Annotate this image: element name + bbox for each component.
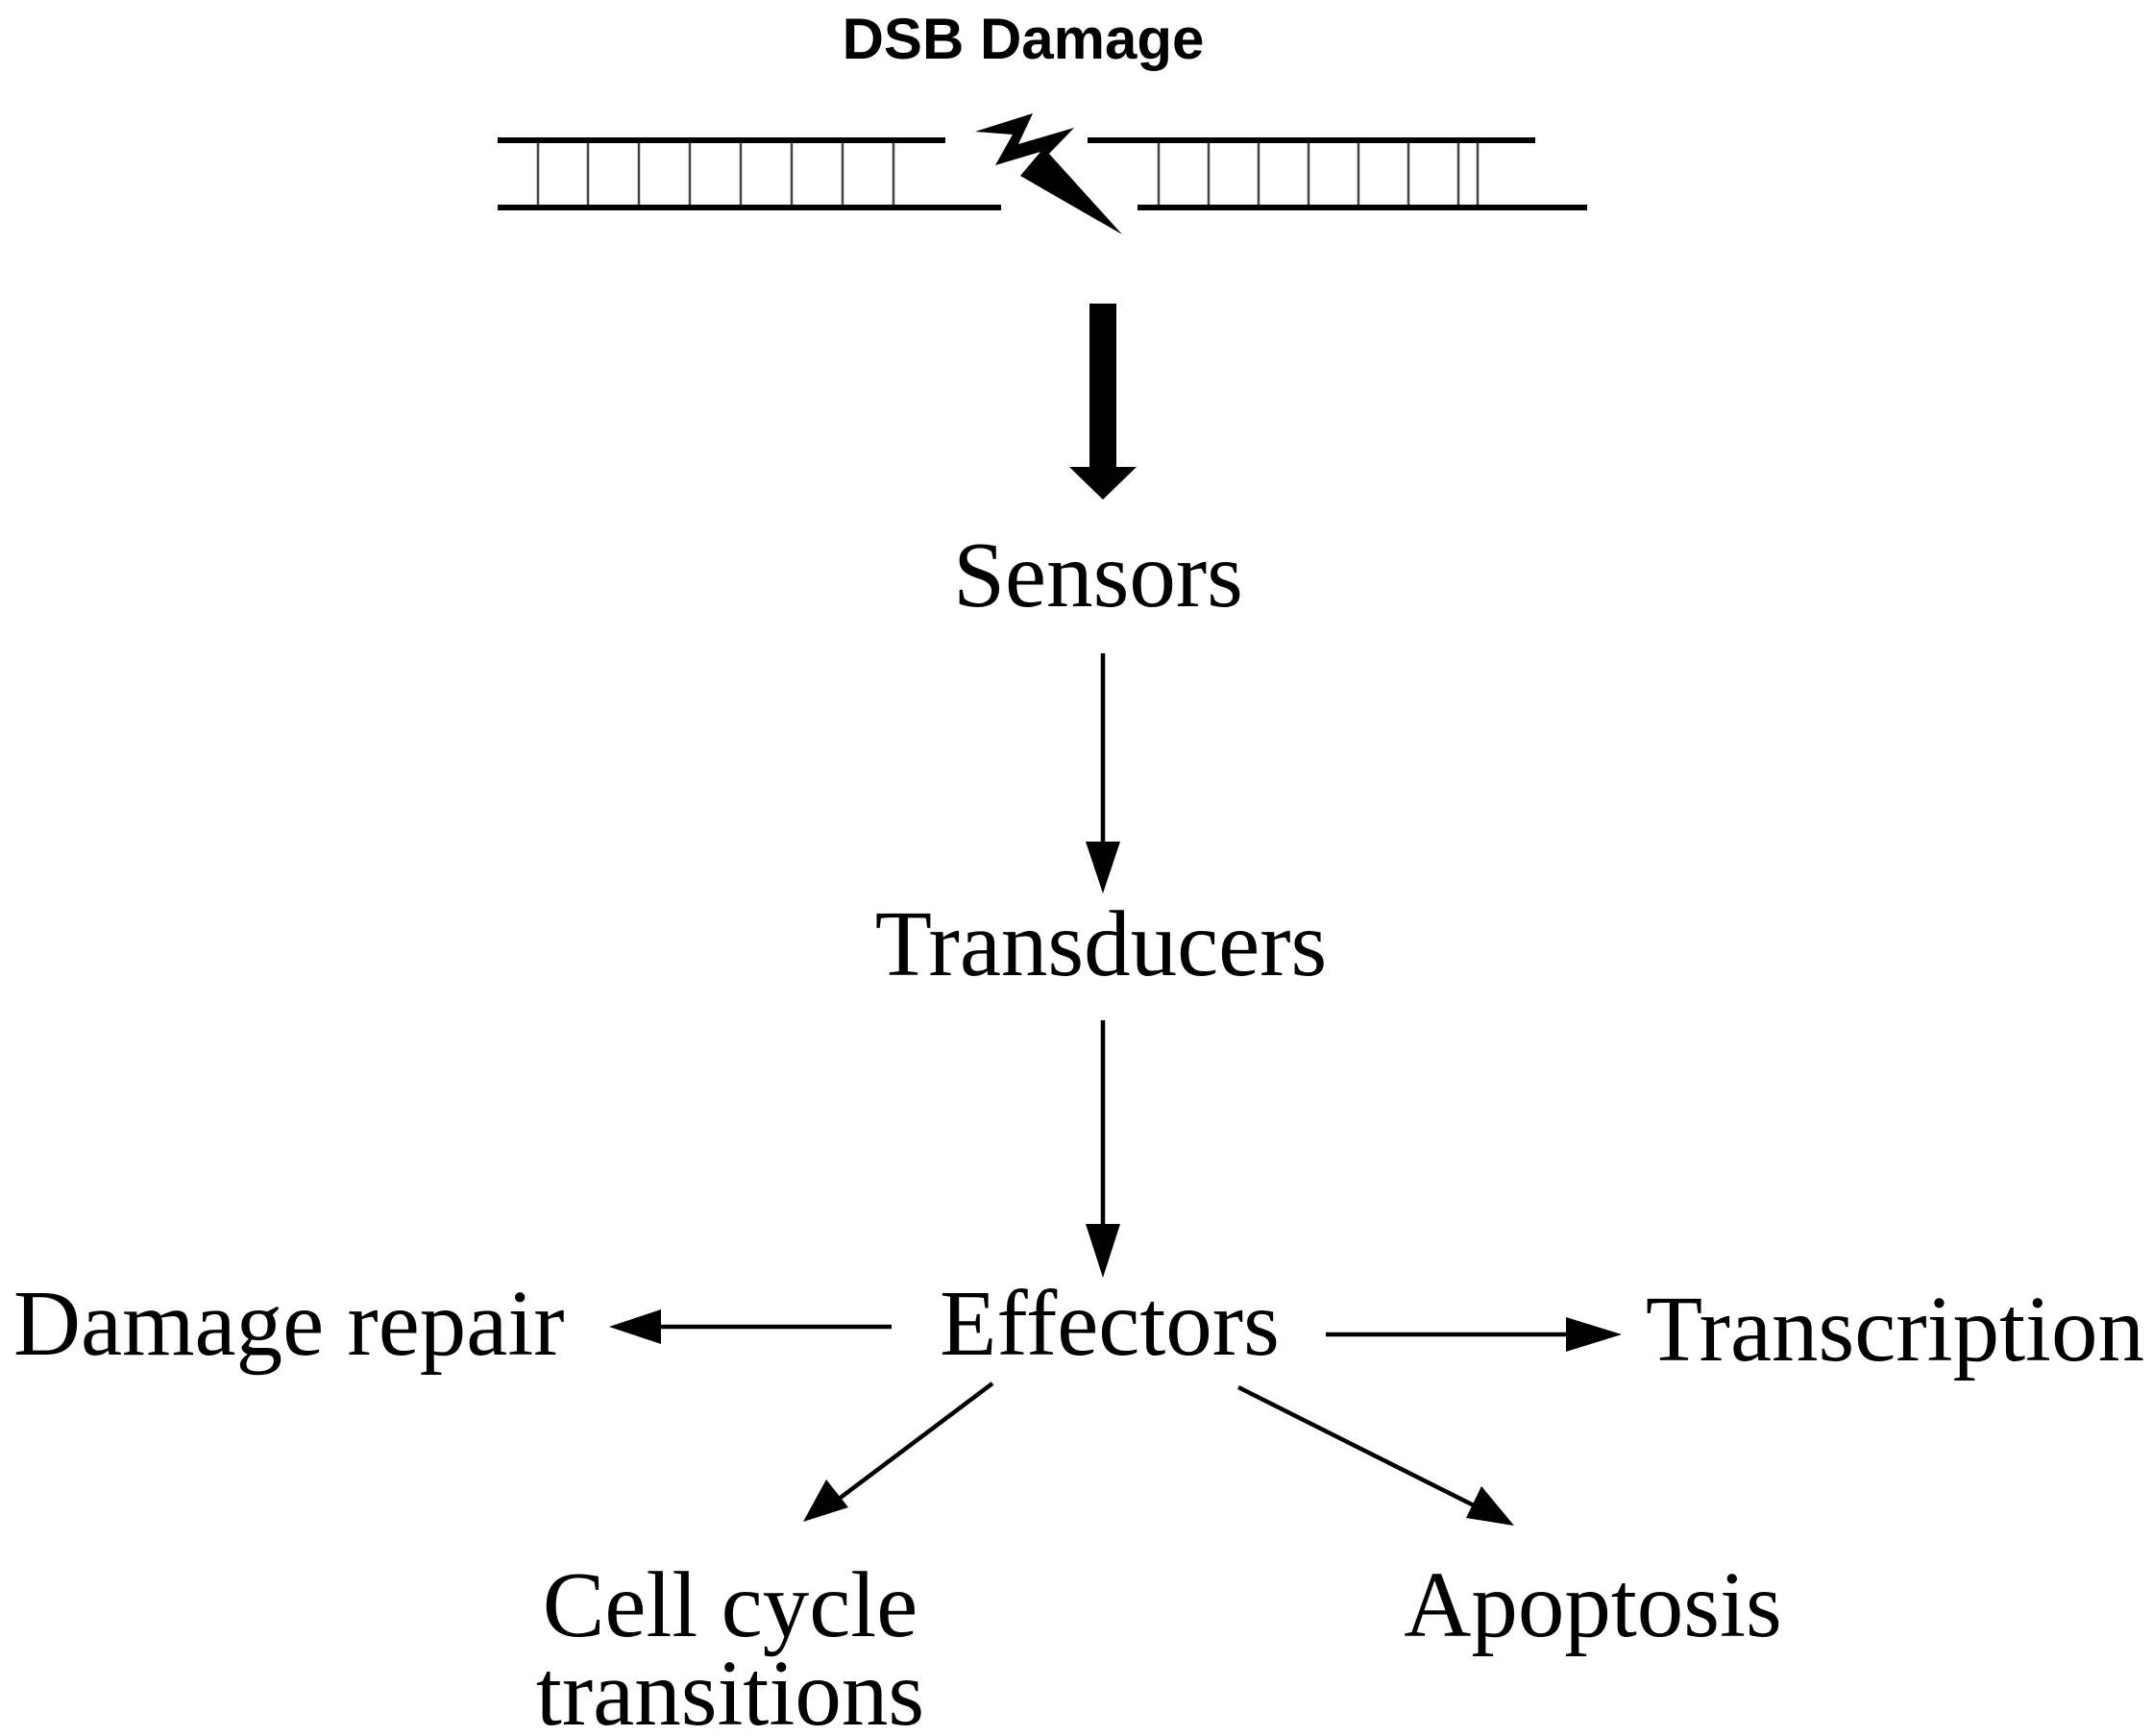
node-cell-cycle-line2: transitions: [536, 1642, 924, 1736]
node-effectors: Effectors: [940, 1272, 1280, 1375]
arrow-effectors-to-transcription: [1326, 1317, 1622, 1352]
diagram-title: DSB Damage: [843, 7, 1205, 71]
node-cell-cycle-line1: Cell cycle: [543, 1553, 918, 1656]
arrow-transducers-to-effectors: [1086, 1020, 1120, 1278]
node-transcription: Transcription: [1646, 1278, 2144, 1381]
dna-right-fragment-icon: [1088, 137, 1587, 210]
node-damage-repair: Damage repair: [13, 1272, 565, 1375]
thick-arrow-damage-to-sensors: [1069, 304, 1137, 500]
node-sensors: Sensors: [953, 524, 1243, 626]
dna-left-fragment-icon: [498, 137, 1001, 210]
arrow-effectors-to-damage-repair: [609, 1309, 892, 1344]
node-apoptosis: Apoptosis: [1404, 1553, 1781, 1656]
lightning-bolt-icon: [975, 113, 1122, 234]
arrow-effectors-to-apoptosis: [1236, 1384, 1514, 1526]
arrow-sensors-to-transducers: [1086, 653, 1120, 893]
arrow-effectors-to-cell-cycle: [803, 1381, 994, 1522]
node-transducers: Transducers: [875, 892, 1328, 995]
